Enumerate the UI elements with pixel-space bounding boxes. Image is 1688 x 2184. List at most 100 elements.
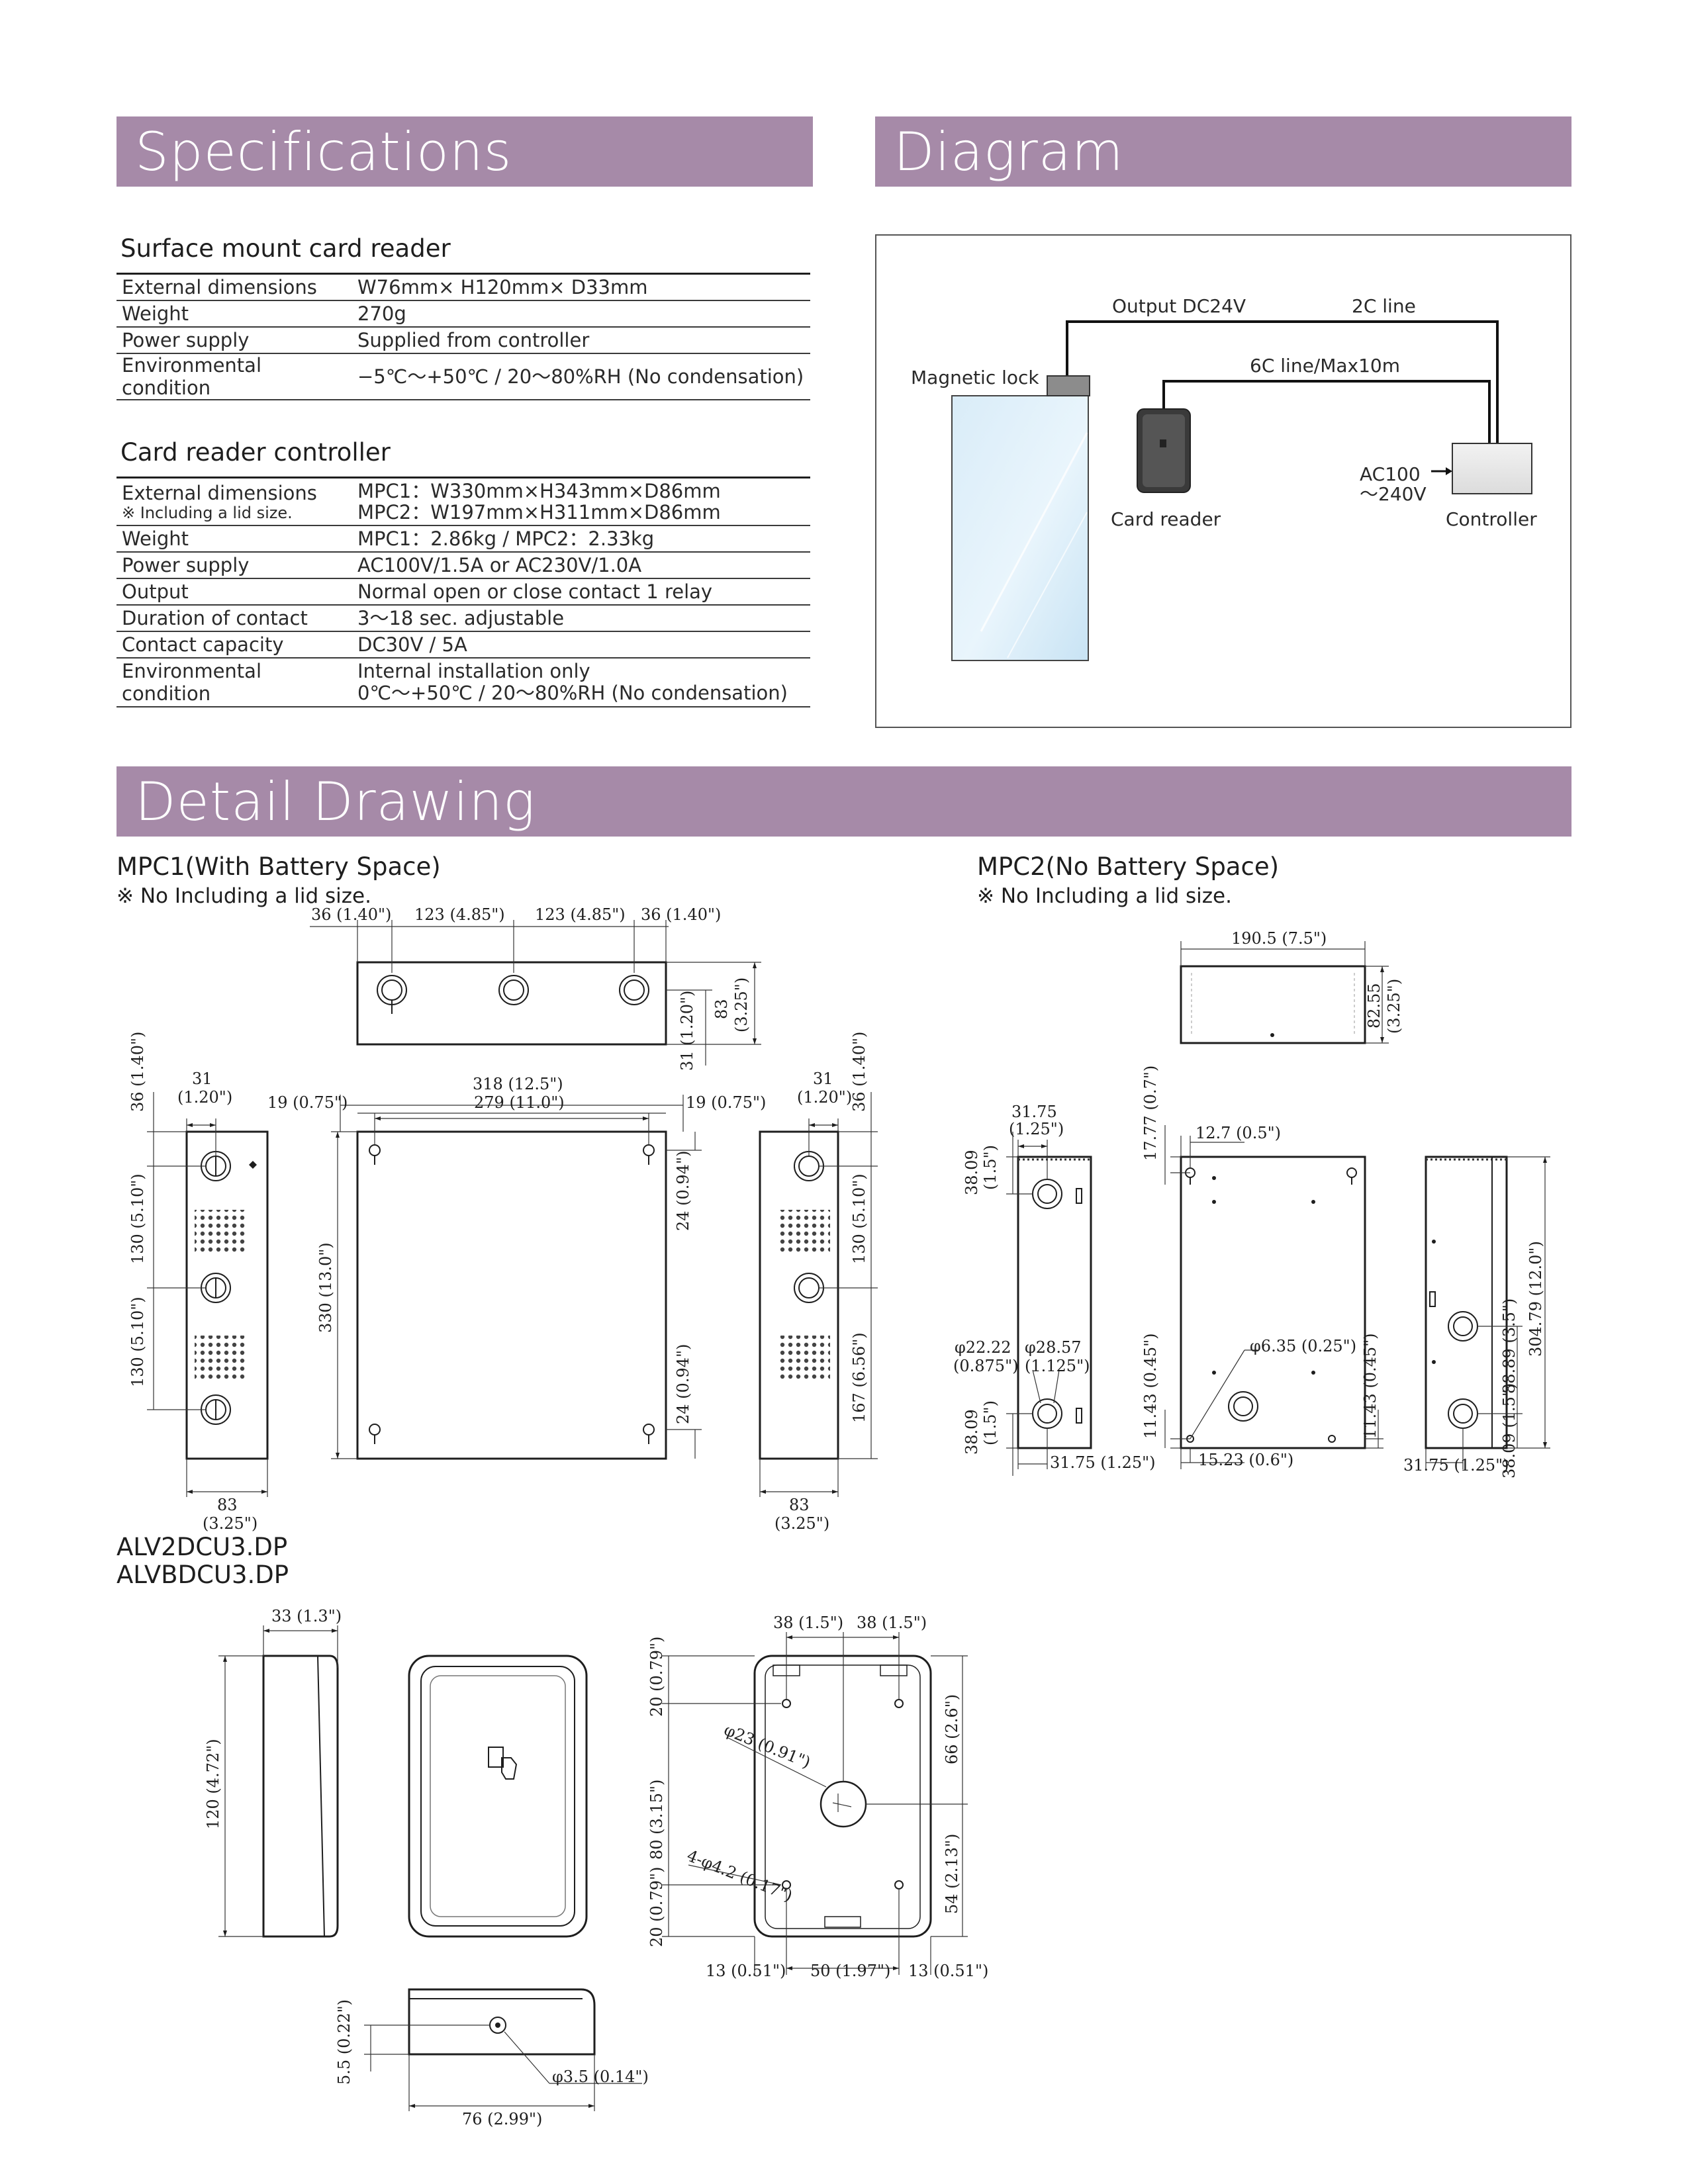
label-controller: Controller — [1446, 508, 1537, 530]
dim-mpc1-r31: 31 — [813, 1069, 833, 1088]
dim-mpc1-l31b: (1.20") — [177, 1088, 232, 1107]
dim-mpc2-l3175: 31.75 — [1011, 1103, 1057, 1121]
spec-key: External dimensions ※ Including a lid si… — [117, 477, 352, 526]
dim-mpc2-r3809: 38.09 (1.5") — [1500, 1383, 1519, 1479]
label-6c-line: 6C line/Max10m — [1250, 355, 1400, 377]
dim-mpc1-rb83: 83 — [789, 1496, 810, 1514]
dim-mpc2-lb3175: 31.75 (1.25") — [1050, 1453, 1156, 1472]
spec-value: Internal installation only 0℃〜+50℃ / 20〜… — [352, 657, 810, 707]
env-value-2: 0℃〜+50℃ / 20〜80%RH (No condensation) — [357, 681, 788, 704]
spec-value: −5℃〜+50℃ / 20〜80%RH (No condensation) — [352, 353, 810, 400]
spec-value: 270g — [352, 300, 810, 328]
dim-reader-v120: 120 (4.72") — [204, 1739, 222, 1829]
label-ac1: AC100 — [1360, 463, 1421, 485]
detail-drawings: MPC1(With Battery Space) ※ No Including … — [117, 852, 1550, 2128]
dim-mpc2-r30479: 304.79 (12.0") — [1526, 1241, 1545, 1357]
label-ac2: 〜240V — [1360, 483, 1427, 505]
dim-reader-v80: 80 (3.15") — [647, 1780, 666, 1860]
dim-mpc1-w318: 318 (12.5") — [473, 1075, 563, 1093]
dim-mpc2-l3175b: (1.25") — [1009, 1120, 1064, 1138]
mpc1-note: ※ No Including a lid size. — [117, 884, 371, 908]
banner-diagram-text: Diagram — [894, 121, 1124, 183]
dim-reader-v55: 5.5 (0.22") — [335, 1999, 353, 2085]
dim-mpc2-h8255: 82.55 — [1365, 983, 1383, 1028]
ext-value-1: MPC1：W330mm×H343mm×D86mm — [357, 479, 721, 502]
mpc1-left-view — [147, 1092, 269, 1497]
spec-key: Duration of contact — [117, 604, 352, 632]
label-card-reader: Card reader — [1111, 508, 1221, 530]
mpc1-title: MPC1(With Battery Space) — [117, 852, 441, 881]
controller-table: External dimensions ※ Including a lid si… — [117, 477, 810, 707]
spec-key: Weight — [117, 300, 352, 328]
spec-key: Environmental condition — [117, 353, 352, 400]
dim-mpc2-v1143b: 11.43 (0.45") — [1361, 1333, 1380, 1439]
dim-mpc1-h31: 31 (1.20") — [678, 991, 696, 1071]
spec-key: Weight — [117, 525, 352, 553]
banner-diagram: Diagram — [875, 116, 1571, 187]
dim-mpc1-r31b: (1.20") — [797, 1088, 852, 1107]
dim-mpc1-b83b: (3.25") — [203, 1514, 258, 1533]
dim-mpc1-l31: 31 — [192, 1069, 212, 1088]
mpc1-right-view — [759, 1092, 878, 1497]
ext-note: ※ Including a lid size. — [122, 503, 293, 522]
spec-key: Contact capacity — [117, 631, 352, 659]
spec-key: Output — [117, 578, 352, 606]
env-value-1: Internal installation only — [357, 659, 590, 682]
mpc2-title: MPC2(No Battery Space) — [977, 852, 1279, 881]
spec-value: Supplied from controller — [352, 326, 810, 354]
dim-mpc2-p2222: φ22.22 — [955, 1338, 1011, 1357]
dim-mpc2-b1523: 15.23 (0.6") — [1198, 1451, 1293, 1469]
dim-mpc1-s19a: 19 (0.75") — [267, 1093, 348, 1112]
dim-mpc1-w279: 279 (11.0") — [474, 1093, 565, 1112]
dim-mpc2-v1777: 17.77 (0.7") — [1141, 1066, 1160, 1161]
dim-reader-v54: 54 (2.13") — [943, 1834, 961, 1914]
dim-mpc2-p2857: φ28.57 — [1025, 1338, 1082, 1357]
banner-detail-drawing: Detail Drawing — [117, 766, 1571, 837]
spec-key: External dimensions — [117, 273, 352, 301]
dim-mpc1-h83b: (3.25") — [732, 978, 751, 1032]
reader-side-view — [218, 1625, 339, 1938]
dim-mpc2-rb3175: 31.75 (1.25") — [1403, 1456, 1509, 1475]
dim-reader-p35: φ3.5 (0.14") — [552, 2068, 649, 2086]
dim-mpc1-r167: 167 (6.56") — [850, 1332, 868, 1423]
dim-reader-d33: 33 (1.3") — [271, 1607, 342, 1625]
dim-mpc2-l3809b: (1.5") — [981, 1145, 1000, 1190]
dim-mpc1-t123b: 123 (4.85") — [535, 905, 626, 924]
table-row: Environmental condition−5℃〜+50℃ / 20〜80%… — [117, 353, 810, 400]
magnetic-lock-icon — [1047, 375, 1090, 396]
dim-mpc1-t123a: 123 (4.85") — [414, 905, 505, 924]
reader-front-view — [408, 1655, 588, 1938]
controller-title: Card reader controller — [120, 438, 391, 467]
mpc2-front-view — [1164, 1125, 1383, 1469]
spec-key: Power supply — [117, 326, 352, 354]
dim-mpc1-h83: 83 — [712, 999, 731, 1019]
glass-door — [951, 395, 1089, 661]
spec-value: 3〜18 sec. adjustable — [352, 604, 810, 632]
dim-mpc2-h8255b: (3.25") — [1385, 979, 1403, 1034]
label-output: Output DC24V — [1112, 295, 1246, 317]
table-row: Environmental condition Internal install… — [117, 657, 810, 707]
banner-specifications-text: Specifications — [135, 121, 512, 183]
dim-mpc2-t127: 12.7 (0.5") — [1196, 1124, 1281, 1142]
spec-value: MPC1：W330mm×H343mm×D86mm MPC2：W197mm×H31… — [352, 477, 810, 526]
dim-reader-t38a: 38 (1.5") — [773, 1614, 843, 1632]
ext-value-2: MPC2：W197mm×H311mm×D86mm — [357, 500, 721, 523]
spec-value: DC30V / 5A — [352, 631, 810, 659]
surface-reader-title: Surface mount card reader — [120, 234, 451, 263]
dim-mpc1-l130b: 130 (5.10") — [128, 1297, 147, 1387]
table-row: External dimensions ※ Including a lid si… — [117, 477, 810, 526]
dim-mpc1-s19b: 19 (0.75") — [686, 1093, 766, 1112]
dim-reader-t38b: 38 (1.5") — [857, 1614, 927, 1632]
dim-mpc1-l36: 36 (1.40") — [128, 1032, 147, 1112]
dim-mpc2-l3809: 38.09 — [962, 1150, 981, 1195]
banner-detail-drawing-text: Detail Drawing — [135, 771, 536, 833]
dim-reader-b13a: 13 (0.51") — [706, 1962, 786, 1980]
dim-reader-b76: 76 (2.99") — [462, 2110, 542, 2128]
dim-mpc1-v24a: 24 (0.94") — [674, 1151, 692, 1231]
spec-key: Power supply — [117, 551, 352, 579]
dim-mpc2-r8889: 88.89 (3.5") — [1500, 1298, 1519, 1394]
